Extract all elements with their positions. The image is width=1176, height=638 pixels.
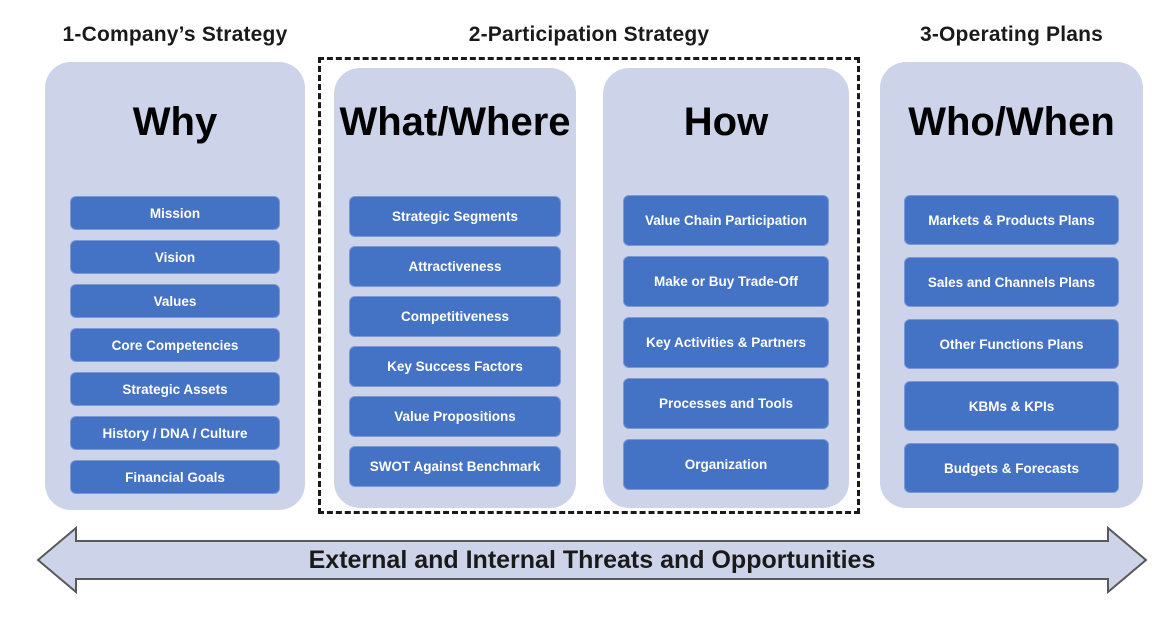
pill-value-chain-participation: Value Chain Participation [623,195,829,246]
pill-strategic-segments: Strategic Segments [349,196,561,237]
participation-strategy-outline [318,57,860,514]
pill-value-propositions: Value Propositions [349,396,561,437]
pill-key-success-factors: Key Success Factors [349,346,561,387]
pill-list-how: Value Chain Participation Make or Buy Tr… [623,195,829,490]
pill-organization: Organization [623,439,829,490]
pill-markets-products-plans: Markets & Products Plans [904,195,1119,245]
pill-swot-against-benchmark: SWOT Against Benchmark [349,446,561,487]
pill-list-why: Mission Vision Values Core Competencies … [70,196,280,494]
panel-why: Why Mission Vision Values Core Competenc… [45,62,305,510]
pill-attractiveness: Attractiveness [349,246,561,287]
panel-who-when: Who/When Markets & Products Plans Sales … [880,62,1143,508]
pill-key-activities-partners: Key Activities & Partners [623,317,829,368]
column-title-what-where: What/Where [339,100,571,144]
pill-mission: Mission [70,196,280,230]
pill-list-who-when: Markets & Products Plans Sales and Chann… [904,195,1119,493]
pill-budgets-forecasts: Budgets & Forecasts [904,443,1119,493]
section-header-participation-strategy: 2-Participation Strategy [468,23,710,46]
pill-history-dna-culture: History / DNA / Culture [70,416,280,450]
pill-values: Values [70,284,280,318]
column-title-why: Why [132,100,218,144]
pill-financial-goals: Financial Goals [70,460,280,494]
pill-other-functions-plans: Other Functions Plans [904,319,1119,369]
pill-competitiveness: Competitiveness [349,296,561,337]
panel-how: How Value Chain Participation Make or Bu… [603,68,849,508]
pill-strategic-assets: Strategic Assets [70,372,280,406]
column-title-how: How [683,100,769,144]
section-header-operating-plans: 3-Operating Plans [919,23,1104,46]
pill-sales-channels-plans: Sales and Channels Plans [904,257,1119,307]
pill-processes-and-tools: Processes and Tools [623,378,829,429]
pill-kbms-kpis: KBMs & KPIs [904,381,1119,431]
threats-opportunities-label: External and Internal Threats and Opport… [308,545,876,574]
panel-what-where: What/Where Strategic Segments Attractive… [334,68,576,508]
pill-list-what-where: Strategic Segments Attractiveness Compet… [349,196,561,487]
section-header-company-strategy: 1-Company’s Strategy [62,23,288,46]
pill-vision: Vision [70,240,280,274]
pill-make-or-buy-trade-off: Make or Buy Trade-Off [623,256,829,307]
double-arrow-shape [36,526,1148,594]
pill-core-competencies: Core Competencies [70,328,280,362]
column-title-who-when: Who/When [908,100,1115,144]
